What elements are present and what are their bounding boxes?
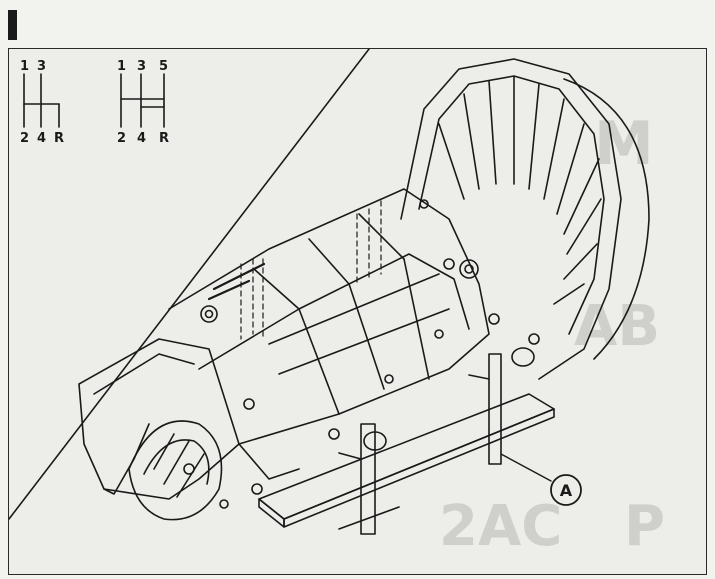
shift-rod — [207, 262, 266, 301]
ghost-text: 2AC — [439, 494, 563, 559]
bell-housing — [400, 58, 650, 380]
gearbox-illustration: 1 3 2 4 R 1 3 5 2 4 R A — [9, 49, 650, 535]
ghost-text: AB — [574, 294, 661, 359]
gearbox-casing — [168, 188, 490, 445]
tail-housing — [78, 338, 300, 521]
gear-label: 5 — [159, 59, 168, 74]
callout-a: A — [550, 474, 582, 506]
gear-label: 4 — [37, 131, 46, 146]
gear-label: 2 — [20, 131, 29, 146]
gear-label: 2 — [117, 131, 126, 146]
gear-label: 1 — [117, 59, 126, 74]
shift-pattern-4-speed — [23, 73, 60, 128]
callout-label: A — [560, 481, 573, 500]
gear-label: 3 — [137, 59, 146, 74]
gear-label: 3 — [37, 59, 46, 74]
support-stand — [9, 49, 555, 535]
gear-label: 1 — [20, 59, 29, 74]
shift-pattern-5-speed — [120, 73, 165, 128]
section-marker — [8, 10, 17, 40]
figure-frame: M AB P 2AC — [8, 48, 707, 575]
gear-label: R — [159, 131, 169, 146]
gear-label: 4 — [137, 131, 146, 146]
ghost-text: P — [624, 494, 666, 559]
gear-label: R — [54, 131, 64, 146]
callout-leader — [500, 453, 552, 482]
